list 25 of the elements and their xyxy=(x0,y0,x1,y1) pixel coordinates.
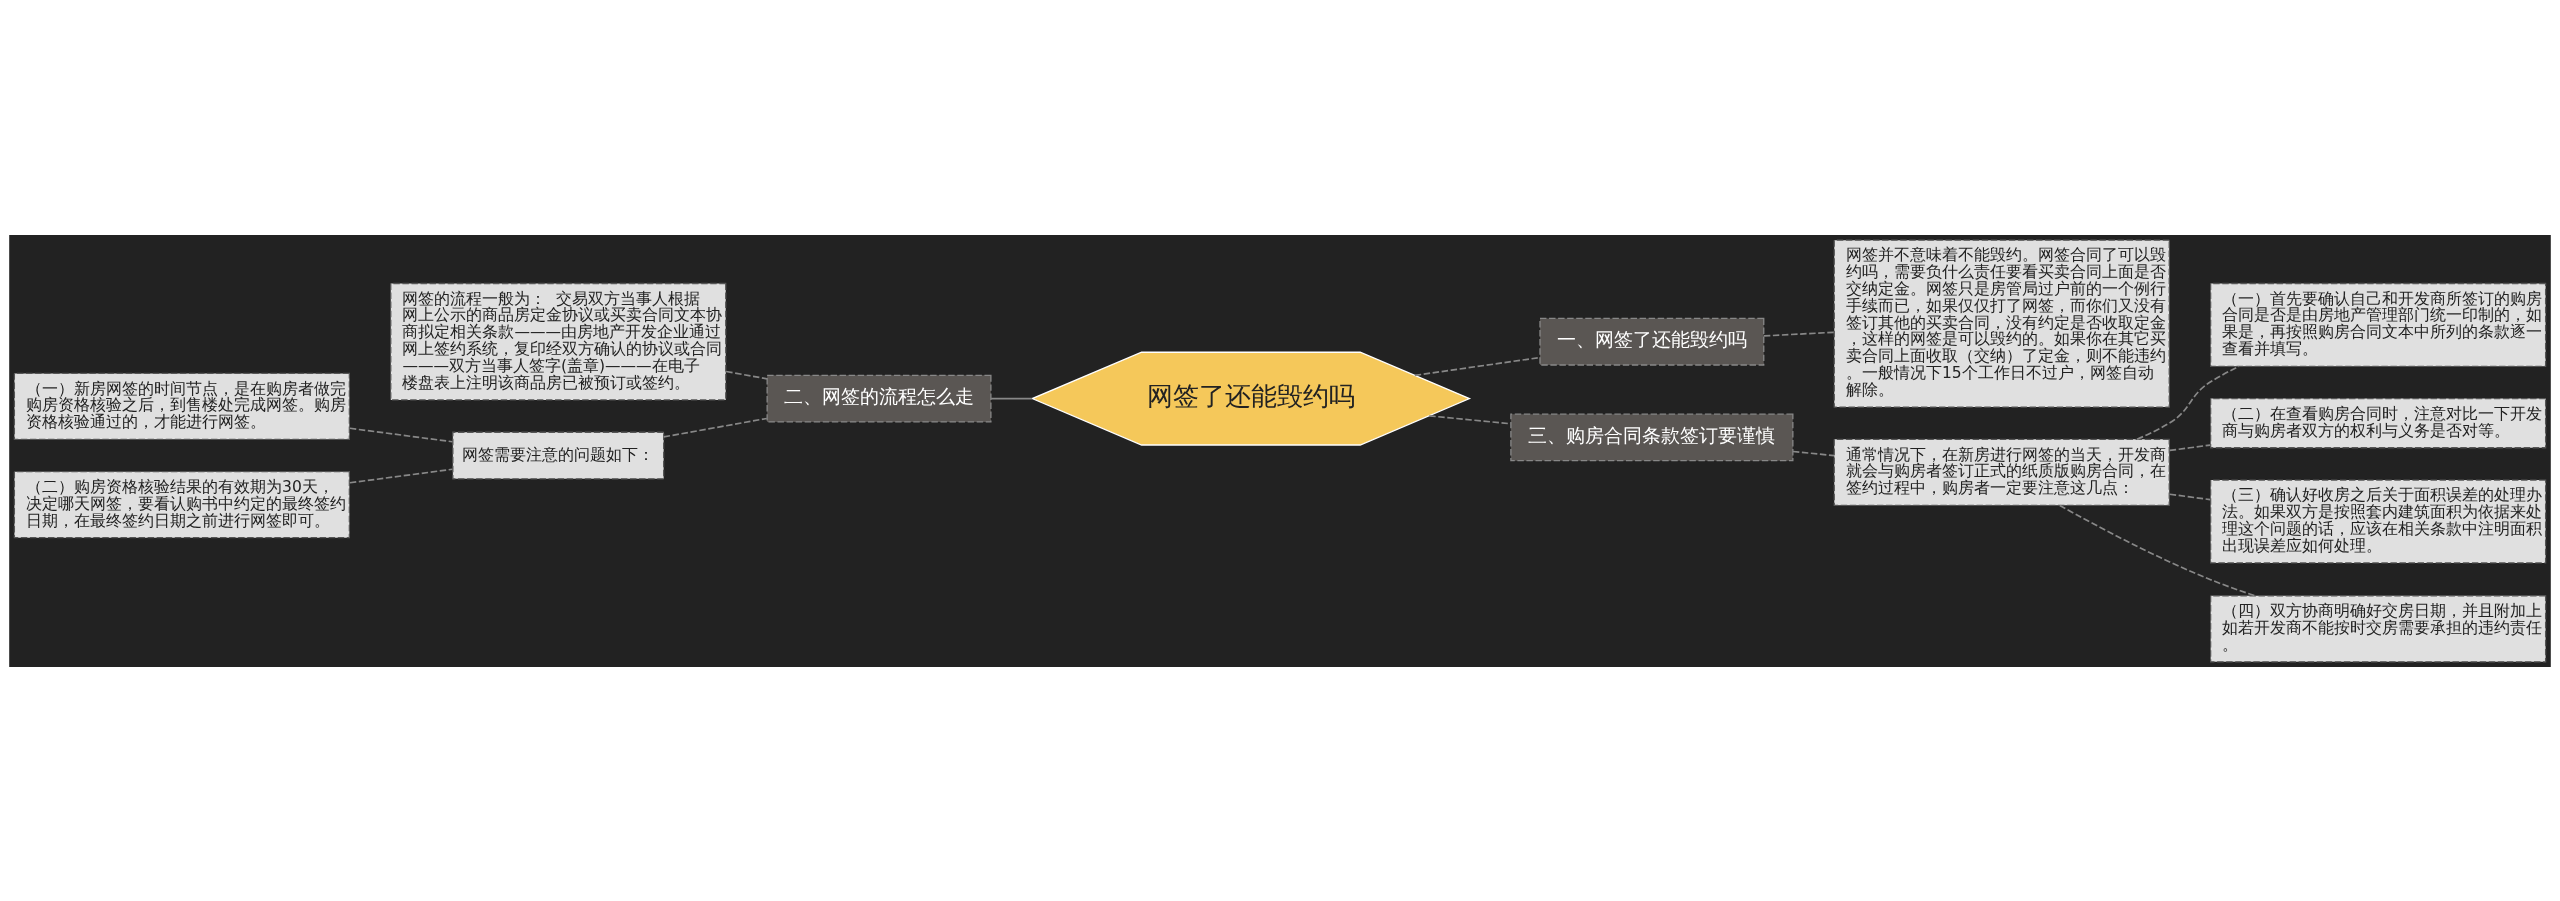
connector xyxy=(662,417,768,438)
connector xyxy=(1763,330,1835,337)
node-box: 通常情况下，在新房进行网签的当天，开发商就会与购房者签订正式的纸质版购房合同，在签约过程中，购房者一定要注意这几点： xyxy=(1833,438,2170,506)
node-box: （二）购房资格核验结果的有效期为30天，决定哪天网签，要看认购书中约定的最终签约日期，在最终签约日期之前进行网签即可。 xyxy=(13,470,350,538)
connector xyxy=(349,426,454,443)
node-box: 网签的流程一般为： 交易双方当事人根据网上公示的商品房定金协议或买卖合同文本协商拟定相关条款———由房地产开发企业通过网上签约系统，复印经双方确认的协议或合同———双方当事人签字(盖章)———在电子楼盘表上注明该商品房已被预订或签约。 xyxy=(390,282,727,401)
node-box: （四）双方协商明确好交房日期，并且附加上如若开发商不能按时交房需要承担的违约责任。 xyxy=(2210,594,2547,662)
connector xyxy=(725,370,768,380)
node-box: 网签并不意味着不能毁约。网签合同了可以毁约吗，需要负什么责任要看买卖合同上面是否交纳定金。网签只是房管局过户前的一个例行手续而已，如果仅仅打了网签，而你们又没有签订其他的买卖合同，没有约定是否收取定金，这样的网签是可以毁约的。如果你在其它买卖合同上面收取（交纳）了定金，则不能违约。一般情况下15个工作日不过户，网签自动解除。 xyxy=(1833,239,2170,408)
connector xyxy=(1413,356,1541,376)
connector xyxy=(349,467,454,484)
node-box: （三）确认好收房之后关于面积误差的处理办法。如果双方是按照套内建筑面积为依据来处理这个问题的话，应该在相关条款中注明面积出现误差应如何处理。 xyxy=(2210,478,2547,564)
node-box: （一）首先要确认自己和开发商所签订的购房合同是否是由房地产管理部门统一印制的，如果是，再按照购房合同文本中所列的条款逐一查看并填写。 xyxy=(2210,282,2547,367)
node-box: （一）新房网签的时间节点，是在购房者做完购房资格核验之后，到售楼处完成网签。购房资格核验通过的，才能进行网签。 xyxy=(13,372,350,440)
connector xyxy=(2168,492,2211,500)
connector xyxy=(2168,443,2211,451)
connector xyxy=(1792,450,1835,456)
connector xyxy=(2136,365,2240,440)
connector xyxy=(990,397,1033,399)
node-box: 一、网签了还能毁约吗 xyxy=(1539,317,1765,366)
node-box: 三、购房合同条款签订要谨慎 xyxy=(1510,413,1794,461)
node-box: 二、网签的流程怎么走 xyxy=(766,374,992,423)
connector xyxy=(2059,504,2256,597)
node-box: 网签需要注意的问题如下： xyxy=(452,431,665,479)
node-box: （二）在查看购房合同时，注意对比一下开发商与购房者双方的权利与义务是否对等。 xyxy=(2210,397,2547,448)
